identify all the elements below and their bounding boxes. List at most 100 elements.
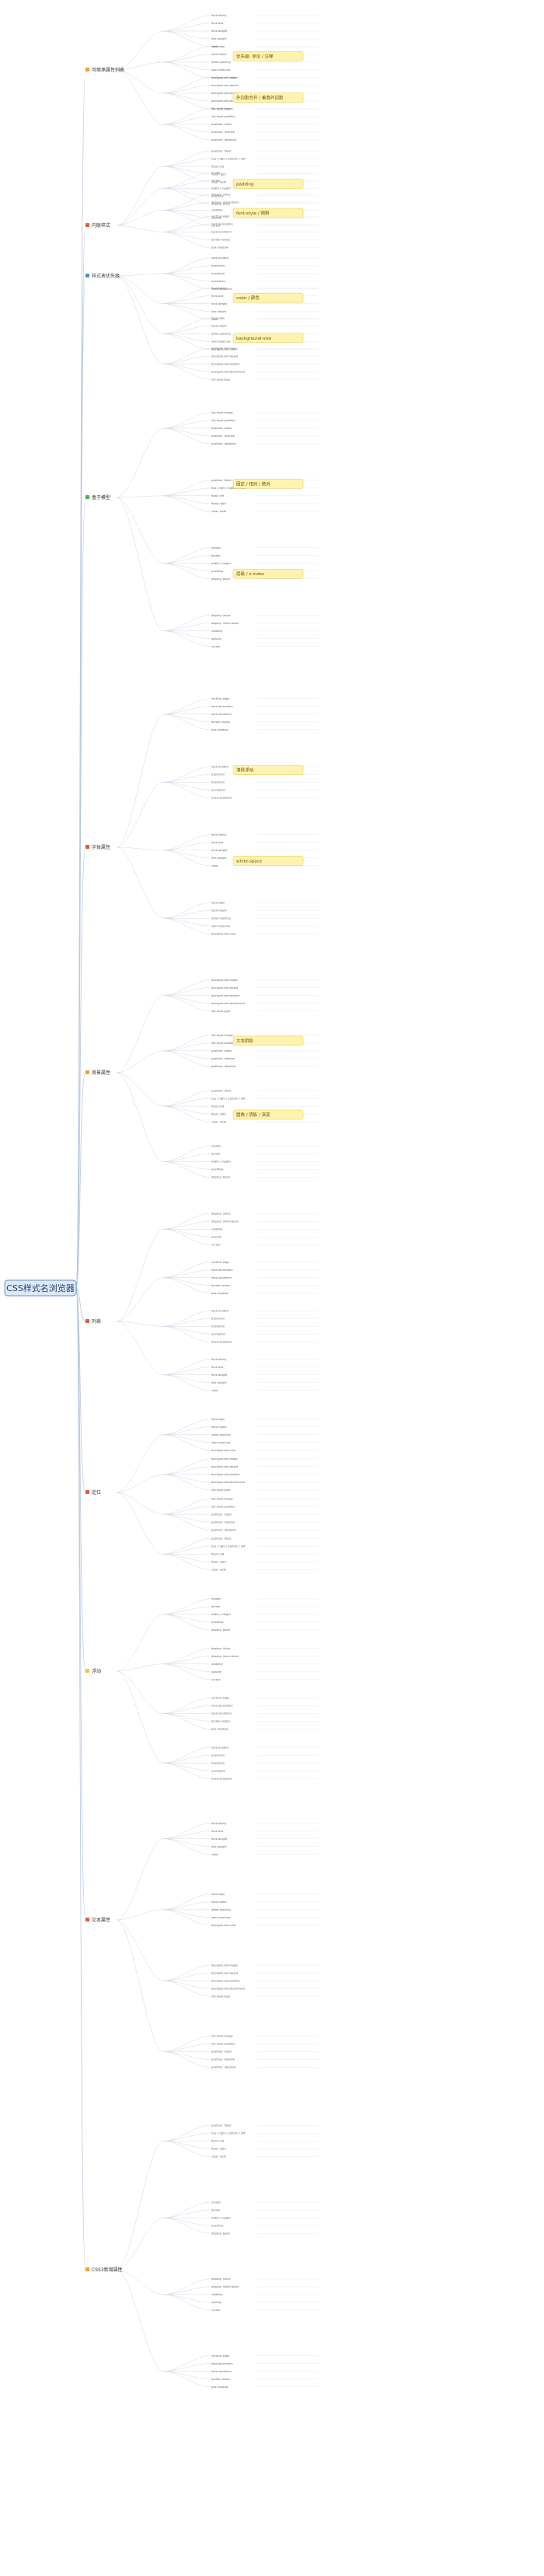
leaf-line [162, 61, 211, 79]
leaf-label: background-color [211, 1924, 236, 1927]
leaf-line [162, 1754, 211, 1764]
leaf-label: box-shadow [211, 728, 228, 731]
leaf-line [162, 714, 211, 722]
leaf-label: float: right [211, 1561, 226, 1564]
leaf-label: color [211, 318, 218, 321]
leaf-line [162, 1277, 211, 1293]
leaf-line [162, 615, 211, 631]
section-label: 字体属性 [92, 844, 110, 850]
sub-branch-line [116, 210, 164, 226]
leaf-line [162, 1614, 211, 1623]
leaf-line [162, 1098, 211, 1107]
leaf-label: background-attachment [211, 1481, 246, 1484]
leaf-label: display: inline [211, 194, 231, 197]
leaf-line [162, 2209, 211, 2218]
leaf-line [162, 2363, 211, 2372]
leaf-line [162, 265, 211, 274]
section-node[interactable]: 定位 [85, 1489, 101, 1496]
leaf-label: width / height [211, 187, 231, 190]
leaf-label: overflow [211, 194, 223, 197]
leaf-label: background-image [211, 76, 239, 79]
section-node[interactable]: 文本属性 [85, 1917, 110, 1923]
yellow-square-icon [85, 1669, 89, 1673]
sub-branch-line [116, 1321, 164, 1375]
leaf-label: position: fixed [211, 479, 231, 482]
leaf-line [162, 1909, 211, 1918]
leaf-line [162, 918, 211, 927]
leaf-line [162, 303, 211, 312]
leaf-label: text-transform [211, 1712, 232, 1716]
leaf-label: animation [211, 280, 225, 283]
leaf-line [162, 54, 211, 63]
leaf-line [162, 1426, 211, 1435]
leaf-line [162, 232, 211, 240]
section-node[interactable]: 盒子模型 [85, 494, 110, 501]
leaf-line [162, 124, 211, 141]
section-node[interactable]: 内联样式 [85, 222, 110, 229]
leaf-line [162, 1359, 211, 1375]
root-node[interactable]: CSS样式名浏览器 [4, 1279, 77, 1297]
leaf-label: vertical-align [211, 697, 229, 700]
section-label: CSS3新增属性 [92, 2267, 123, 2273]
leaf-label: list-style-type [211, 1489, 231, 1492]
highlight-text: 圆角 / 阴影 / 渐变 [236, 1112, 270, 1118]
leaf-line [162, 2217, 211, 2226]
leaf-label: clear: both [211, 1120, 226, 1123]
section-node[interactable]: 字体属性 [85, 844, 110, 850]
leaf-label: border [211, 179, 221, 182]
leaf-label: cursor [211, 225, 221, 228]
leaf-label: color [211, 864, 218, 867]
leaf-line [162, 202, 211, 211]
leaf-label: border [211, 2208, 221, 2211]
sub-branch-line [116, 1909, 164, 1921]
leaf-label: text-decoration [211, 1705, 233, 1708]
leaf-label: list-style-image [211, 1034, 233, 1037]
leaf-label: font-family [211, 287, 227, 290]
leaf-line [162, 1277, 211, 1286]
leaf-label: vertical-align [211, 1697, 229, 1700]
leaf-line [162, 2044, 211, 2052]
highlight-note: 外边距合并 / 垂直外边距 [232, 92, 304, 103]
leaf-label: position: relative [211, 1520, 235, 1524]
leaf-line [162, 303, 211, 319]
leaf-label: visibility [211, 1663, 224, 1666]
section-node[interactable]: CSS3新增属性 [85, 2267, 123, 2273]
sub-branch-line [116, 1614, 164, 1672]
leaf-label: top / right / bottom / left [211, 487, 246, 490]
leaf-line [162, 166, 211, 175]
leaf-label: line-height [211, 310, 227, 313]
leaf-label: text-decoration [211, 223, 233, 226]
root-node-box [4, 1279, 77, 1297]
section-node[interactable]: 样式表优先级 [85, 273, 120, 279]
leaf-line [162, 902, 211, 919]
leaf-label: list-style-type [211, 1010, 231, 1013]
leaf-label: letter-spacing [211, 916, 231, 920]
leaf-line [162, 347, 211, 365]
section-node[interactable]: 列表 [85, 1318, 101, 1325]
leaf-label: font-size [211, 295, 224, 298]
leaf-line [162, 1972, 211, 1981]
leaf-line [162, 257, 211, 274]
section-node[interactable]: 背景属性 [85, 1070, 110, 1076]
leaf-label: display: inline-block [211, 2285, 239, 2288]
section-node[interactable]: 可继承属性列表 [85, 67, 124, 73]
leaf-label: box-shadow [211, 1728, 228, 1731]
leaf-line [162, 1656, 211, 1664]
leaf-line [162, 2125, 211, 2141]
leaf-line [162, 1035, 211, 1052]
sub-branch-line [116, 69, 164, 125]
leaf-label: transform [211, 773, 225, 776]
leaf-line [162, 1663, 211, 1680]
leaf-line [162, 1663, 211, 1672]
leaf-line [162, 1538, 211, 1555]
section-label: 盒子模型 [92, 494, 110, 501]
section-node[interactable]: 浮动 [85, 1668, 101, 1674]
leaf-line [162, 1419, 211, 1435]
branch-line [75, 497, 86, 1289]
leaf-line [162, 295, 211, 304]
leaf-label: position: absolute [211, 1528, 237, 1531]
leaf-line [162, 1269, 211, 1278]
leaf-line [162, 273, 211, 290]
leaf-line [162, 116, 211, 125]
leaf-label: text-align [211, 45, 225, 48]
